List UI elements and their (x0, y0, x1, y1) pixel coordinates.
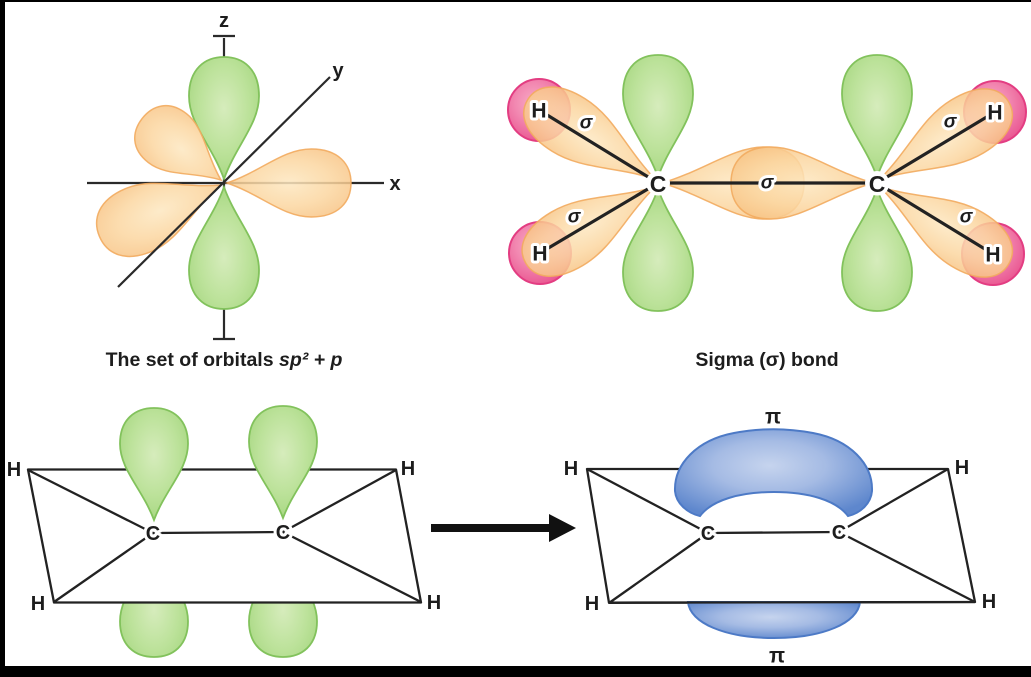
panel-p-orbitals-ethylene: C C H H H H (5, 405, 443, 658)
c-h-bond-line (538, 181, 660, 255)
pi-label-top: π (765, 406, 781, 429)
c-h-bond-line (875, 110, 997, 185)
pi-label-bottom: π (769, 645, 785, 668)
c-c-line (707, 530, 840, 535)
c-h-line (838, 468, 949, 533)
hydrogen-label: H (955, 457, 969, 479)
carbon-label: C (650, 171, 667, 197)
y-axis-line (117, 76, 331, 288)
carbon-label: C (276, 522, 290, 544)
carbon-halo (646, 171, 670, 195)
sigma-bond-caption: Sigma (σ) bond (695, 349, 838, 371)
sp2-set-caption: The set of orbitals sp² + p (106, 349, 343, 371)
carbon-label: C (701, 523, 715, 545)
carbon-label: C (869, 171, 886, 197)
c-h-line (838, 530, 976, 604)
pi-orbital-lobe-below-plane (686, 601, 862, 640)
c-h-line (27, 468, 154, 535)
c-h-line (53, 532, 154, 603)
sp2-set-caption-math: sp² + p (279, 349, 342, 371)
panel-sigma-bond: C C H H H H σ σ σ σ σ Sigma (σ) bond (507, 54, 1027, 371)
hydrogen-label: H (31, 593, 45, 615)
sigma-label: σ (960, 207, 974, 228)
panel-pi-bond: C C H H H H π π (562, 406, 998, 668)
hydrogen-label: H (985, 244, 1000, 267)
sigma-label-center: σ (761, 173, 775, 194)
hydrogen-label: H (7, 459, 21, 481)
panel-sp2-orbital-set: z y x The set of orbitals sp² + p (85, 10, 401, 371)
c-c-line (152, 530, 284, 535)
c-h-line (282, 530, 422, 604)
c-h-bond-line (875, 181, 995, 256)
y-axis-label: y (332, 60, 344, 82)
carbon-label: C (832, 522, 846, 544)
hydrogen-label: H (532, 243, 547, 266)
z-axis-label: z (219, 10, 229, 32)
hydrogen-label: H (427, 592, 441, 614)
sp2-set-caption-text: The set of orbitals (106, 349, 279, 371)
hydrogen-label: H (531, 100, 546, 123)
reaction-arrow (431, 514, 576, 542)
frame-top-edge (0, 0, 1031, 2)
frame-left-edge (0, 0, 5, 677)
c-h-bond-line (537, 108, 660, 185)
c-h-line (282, 468, 397, 534)
c-h-line (608, 532, 709, 604)
hydrogen-label: H (982, 591, 996, 613)
c-h-line (586, 467, 709, 535)
carbon-label: C (146, 523, 160, 545)
sigma-label: σ (580, 113, 594, 134)
hydrogen-label: H (401, 458, 415, 480)
hydrogen-label: H (987, 102, 1002, 125)
plane-bottom-edge (608, 600, 976, 604)
hydrogen-label: H (585, 593, 599, 615)
carbon-halo (865, 171, 889, 195)
x-axis-label: x (389, 173, 400, 195)
frame-bottom-edge (0, 666, 1031, 677)
hydrogen-label: H (564, 458, 578, 480)
sigma-label: σ (944, 112, 958, 133)
sigma-label: σ (568, 207, 582, 228)
pi-orbital-lobe-above-plane (673, 428, 874, 518)
